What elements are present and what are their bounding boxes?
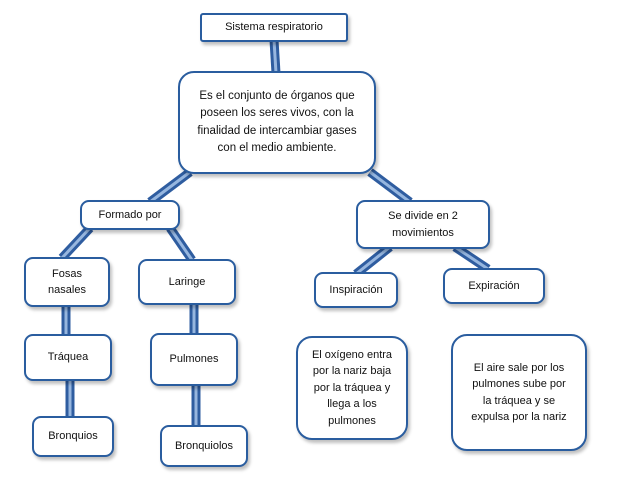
node-laringe: Laringe (138, 259, 236, 305)
node-expiracion: Expiración (443, 268, 545, 304)
node-expiracion-descripcion: El aire sale por los pulmones sube por l… (451, 334, 587, 451)
node-inspiracion: Inspiración (314, 272, 398, 308)
node-traquea: Tráquea (24, 334, 112, 381)
node-formado-por: Formado por (80, 200, 180, 230)
node-fosas-nasales: Fosas nasales (24, 257, 110, 307)
node-pulmones: Pulmones (150, 333, 238, 386)
node-bronquios: Bronquios (32, 416, 114, 457)
node-inspiracion-descripcion: El oxígeno entra por la nariz baja por l… (296, 336, 408, 440)
node-definicion: Es el conjunto de órganos que poseen los… (178, 71, 376, 174)
node-sistema-respiratorio: Sistema respiratorio (200, 13, 348, 42)
node-bronquiolos: Bronquiolos (160, 425, 248, 467)
node-se-divide: Se divide en 2 movimientos (356, 200, 490, 249)
